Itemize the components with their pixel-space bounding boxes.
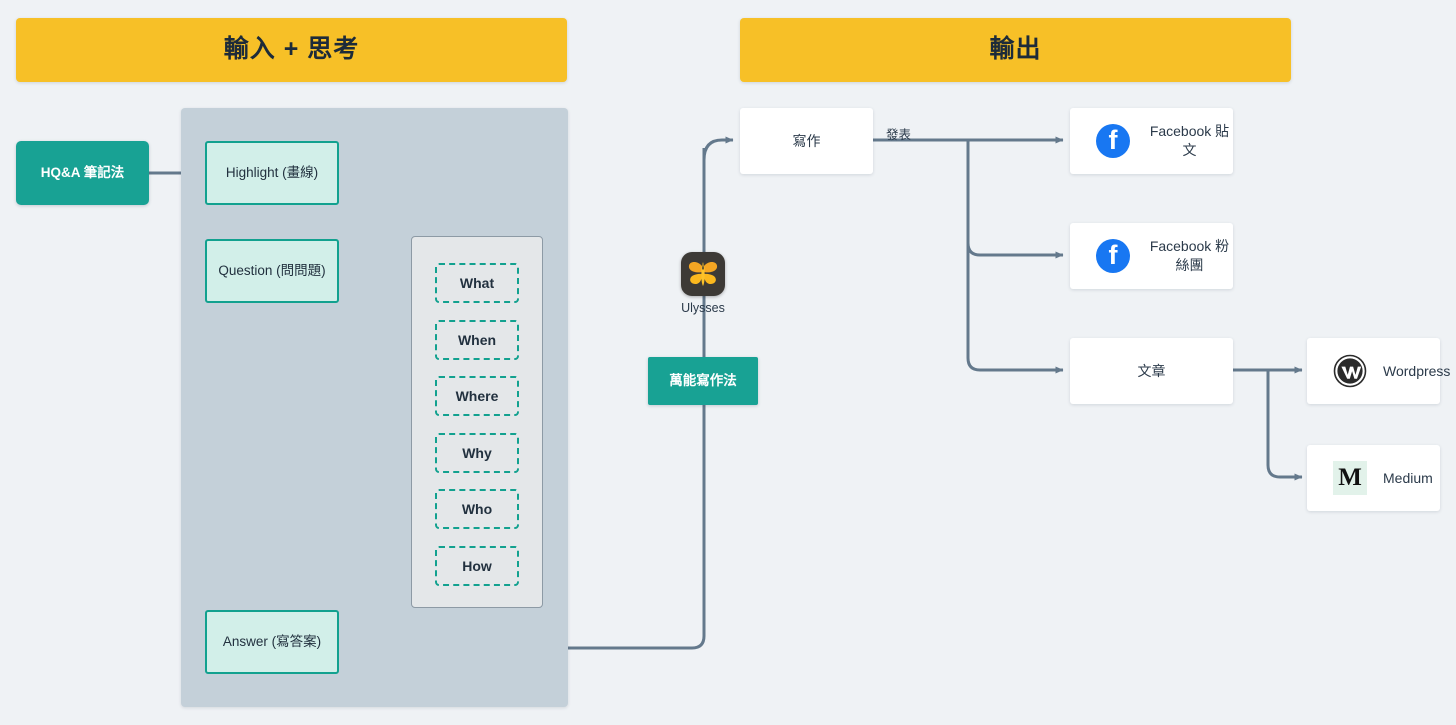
writing-method-box[interactable]: 萬能寫作法 bbox=[648, 357, 758, 405]
writing-card[interactable]: 寫作 bbox=[740, 108, 873, 174]
banner-output: 輸出 bbox=[740, 18, 1291, 82]
output-article-card[interactable]: 文章 bbox=[1070, 338, 1233, 404]
wordpress-icon bbox=[1333, 354, 1367, 388]
facebook-icon bbox=[1096, 239, 1130, 273]
butterfly-icon bbox=[681, 252, 725, 296]
prompt-chip-who[interactable]: Who bbox=[435, 489, 519, 529]
output-medium-label: Medium bbox=[1383, 469, 1433, 486]
prompt-chip-what[interactable]: What bbox=[435, 263, 519, 303]
ulysses-app-label: Ulysses bbox=[681, 301, 725, 315]
banner-input-thinking: 輸入 + 思考 bbox=[16, 18, 567, 82]
step-question-box[interactable]: Question (問問題) bbox=[205, 239, 339, 303]
output-wordpress-card[interactable]: Wordpress bbox=[1307, 338, 1450, 404]
step-answer-box[interactable]: Answer (寫答案) bbox=[205, 610, 339, 674]
prompt-chip-when[interactable]: When bbox=[435, 320, 519, 360]
step-highlight-box[interactable]: Highlight (畫線) bbox=[205, 141, 339, 205]
prompt-chip-why[interactable]: Why bbox=[435, 433, 519, 473]
output-facebook-page-label: Facebook 粉絲團 bbox=[1149, 238, 1230, 273]
medium-icon: M bbox=[1333, 461, 1367, 495]
facebook-icon bbox=[1096, 124, 1130, 158]
output-facebook-page-card[interactable]: Facebook 粉絲團 bbox=[1070, 223, 1233, 289]
output-wordpress-label: Wordpress bbox=[1383, 362, 1451, 379]
hqa-note-method-box[interactable]: HQ&A 筆記法 bbox=[16, 141, 149, 205]
publish-edge-label: 發表 bbox=[886, 128, 912, 142]
ulysses-app[interactable]: Ulysses bbox=[681, 252, 725, 315]
output-facebook-post-card[interactable]: Facebook 貼文 bbox=[1070, 108, 1233, 174]
output-medium-card[interactable]: M Medium bbox=[1307, 445, 1440, 511]
edge-writing-to-channels bbox=[873, 136, 1064, 374]
edge-spine-to-writing bbox=[702, 136, 734, 161]
edge-answer-to-spine bbox=[339, 148, 706, 650]
edge-article-to-targets bbox=[1233, 366, 1303, 481]
output-facebook-post-label: Facebook 貼文 bbox=[1149, 123, 1230, 158]
prompt-chip-where[interactable]: Where bbox=[435, 376, 519, 416]
prompt-chip-how[interactable]: How bbox=[435, 546, 519, 586]
